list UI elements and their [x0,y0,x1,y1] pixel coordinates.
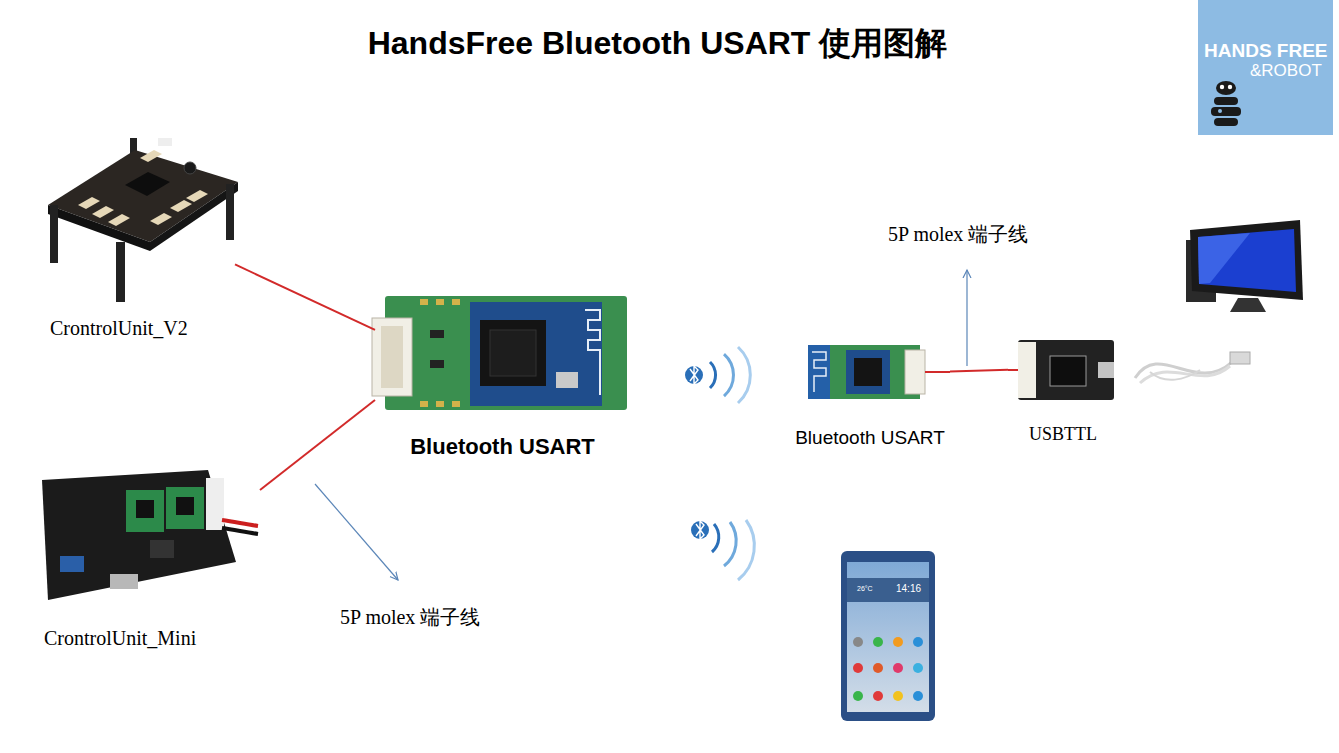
figure-caption: Bluetooth USART [410,434,595,460]
figure-caption: CrontrolUnit_Mini [44,626,196,650]
bluetooth-signal [685,347,750,403]
figure-caption: USBTTL [1029,424,1097,446]
logo-text-holder: &ROBOT [1250,61,1322,81]
controlunit-v2-board [48,138,238,302]
bluetooth-module-remote [808,345,950,399]
logo-text: HANDS FREE [1204,40,1328,63]
cable-wire [260,400,375,490]
usbttl-board [1008,340,1114,400]
phone-screen-text: 14:16 [896,583,921,595]
logo-panel [1198,0,1333,135]
leader-arrow [966,270,967,366]
bluetooth-signal [691,520,754,580]
phone-screen-text-holder: 26°C [857,585,873,593]
figure-caption: Bluetooth USART [795,427,945,450]
cable-label: 5P molex 端子线 [340,605,480,629]
diagram-title-holder: HandsFree Bluetooth USART 使用图解 [0,24,1315,62]
phone-screen-text-holder: 14:16 [896,583,921,595]
leader-arrow [315,484,398,580]
logo-text-holder: HANDS FREE [1204,40,1328,63]
usb-cable [1135,352,1250,383]
board-figure: CrontrolUnit_V2 [35,130,235,340]
diagram-title: HandsFree Bluetooth USART 使用图解 [0,24,1315,62]
module-figure: Bluetooth USART [375,290,630,460]
phone-screen-text: 26°C [857,585,873,593]
smartphone [841,551,935,721]
cable-label-holder: 5P molex 端子线 [340,605,480,629]
figure-caption: CrontrolUnit_V2 [50,316,188,340]
adapter-figure: USBTTL [1008,334,1118,446]
cable-label: 5P molex 端子线 [888,222,1028,246]
computer-monitor [1186,220,1303,312]
board-figure: CrontrolUnit_Mini [25,465,260,650]
bluetooth-module-main [372,296,627,410]
controlunit-mini-board [42,470,258,600]
logo-text: &ROBOT [1250,61,1322,81]
cable-wire [235,264,375,330]
module-figure: Bluetooth USART [790,338,950,450]
cable-label-holder: 5P molex 端子线 [888,222,1028,246]
cable-wire [950,370,1008,372]
